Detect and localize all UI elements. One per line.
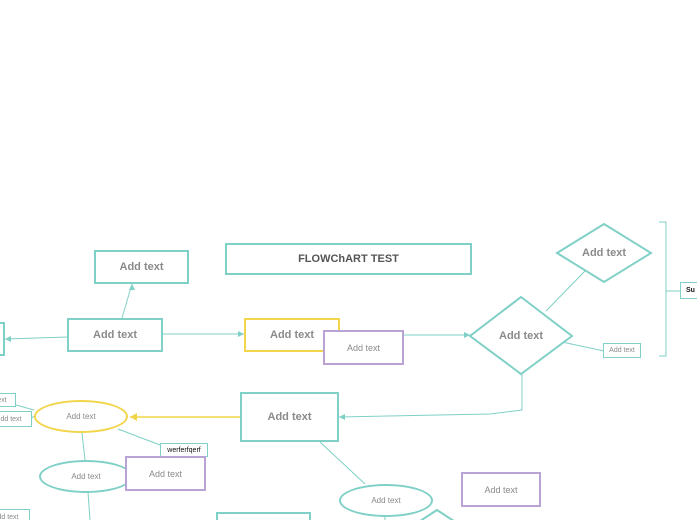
- connector-line: [87, 491, 91, 520]
- small-label-box[interactable]: dd text: [0, 509, 30, 520]
- terminal-ellipse[interactable]: Add text: [39, 460, 133, 493]
- process-box-subtopic[interactable]: Add text: [125, 456, 206, 491]
- clipped-process-box[interactable]: [0, 322, 5, 356]
- decision-diamond-shape: [468, 295, 574, 376]
- small-label-box[interactable]: text: [0, 393, 16, 407]
- connector-line: [117, 428, 161, 446]
- summary-bracket: [659, 221, 667, 357]
- connector-line: [319, 441, 366, 485]
- connector-line: [15, 404, 35, 411]
- connector-arrowhead: [5, 336, 11, 342]
- process-box-subtopic[interactable]: Add text: [461, 472, 541, 507]
- note-box[interactable]: werferfqerf: [160, 443, 208, 457]
- process-box[interactable]: Add text: [67, 318, 163, 352]
- decision-diamond-shape: [419, 508, 455, 520]
- connector-arrowhead: [339, 414, 345, 420]
- decision-label: Add text: [582, 247, 626, 259]
- summary-box[interactable]: Su: [680, 282, 697, 299]
- process-box-subtopic[interactable]: Add text: [323, 330, 404, 365]
- connector-line: [81, 432, 86, 461]
- process-box-partial[interactable]: [216, 512, 311, 520]
- decision-diamond-shape: [555, 222, 653, 284]
- flowchart-title-box[interactable]: FLOWChART TEST: [225, 243, 472, 275]
- connector-line: [561, 341, 605, 352]
- small-label-box[interactable]: Add text: [603, 343, 641, 358]
- connector-arrowhead: [238, 331, 244, 337]
- process-box[interactable]: Add text: [94, 250, 189, 284]
- decision-diamond[interactable]: Add text: [470, 297, 572, 374]
- decision-diamond[interactable]: Add text: [557, 224, 651, 282]
- connector-arrowhead: [129, 284, 135, 290]
- small-label-box[interactable]: dd text: [0, 411, 32, 427]
- terminal-ellipse-highlighted[interactable]: Add text: [34, 400, 128, 433]
- connector-arrowhead: [130, 413, 137, 421]
- connector-line: [338, 374, 523, 418]
- connector-line: [31, 415, 35, 419]
- connector-line: [545, 269, 587, 312]
- process-box[interactable]: Add text: [240, 392, 339, 442]
- connector-line: [4, 336, 69, 340]
- connector-arrowhead: [464, 332, 470, 338]
- terminal-ellipse[interactable]: Add text: [339, 484, 433, 517]
- decision-label: Add text: [499, 329, 543, 342]
